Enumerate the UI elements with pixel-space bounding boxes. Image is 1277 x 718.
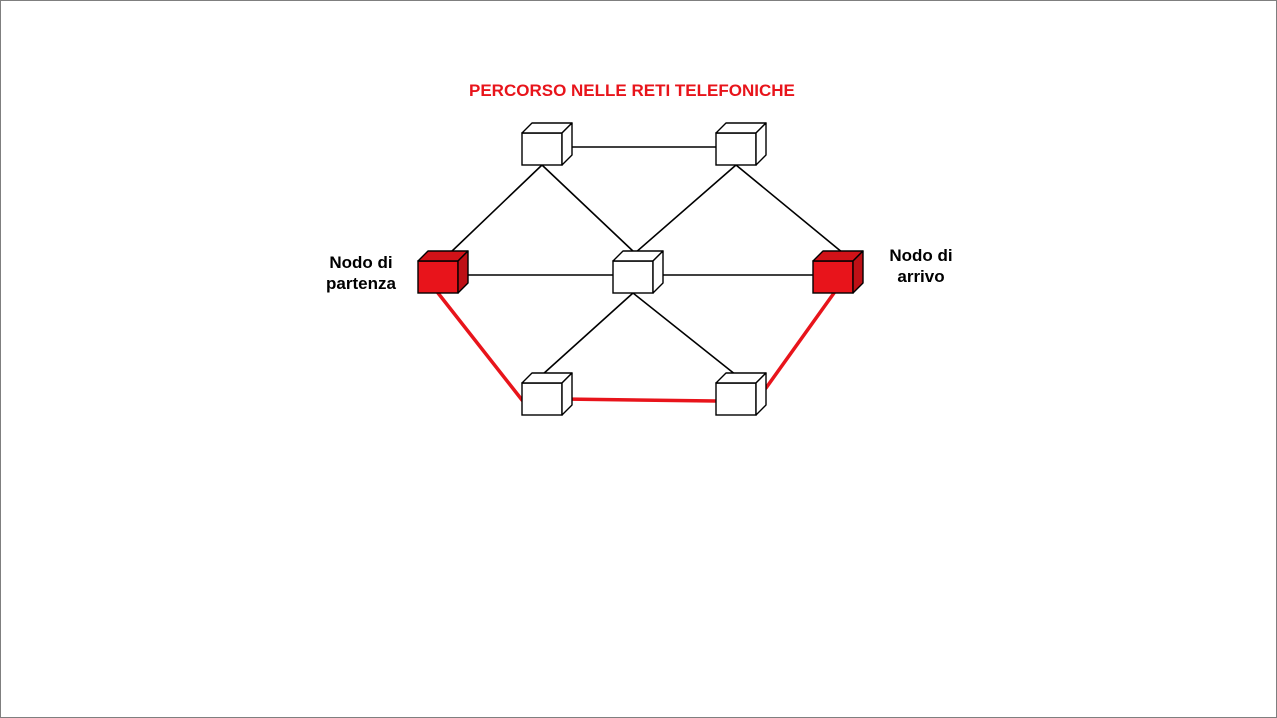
path-link-bottom-left-to-bottom-right <box>560 397 718 403</box>
node-start <box>417 250 469 294</box>
link-top-right-to-end <box>735 164 844 254</box>
path-link-start-to-bottom-left <box>436 291 524 402</box>
link-center-to-bottom-left <box>541 292 634 376</box>
path-link-bottom-right-to-end <box>764 291 836 390</box>
node-top-left-side <box>561 122 573 166</box>
node-end-side <box>852 250 864 294</box>
node-start-front <box>417 260 459 294</box>
end-node-label-line-2: arrivo <box>897 267 945 286</box>
node-top-right-front <box>715 132 757 166</box>
node-top-left-front <box>521 132 563 166</box>
node-top-right <box>715 122 767 166</box>
diagram-title: PERCORSO NELLE RETI TELEFONICHE <box>469 81 795 100</box>
node-end <box>812 250 864 294</box>
nodes-layer <box>417 122 864 416</box>
node-center-side <box>652 250 664 294</box>
start-node-label-line-2: partenza <box>326 274 396 293</box>
end-node-label-line-1: Nodo di <box>889 246 953 265</box>
node-start-side <box>457 250 469 294</box>
link-top-left-to-center <box>541 164 636 254</box>
node-bottom-right-front <box>715 382 757 416</box>
link-top-left-to-start <box>449 164 543 254</box>
node-bottom-left-side <box>561 372 573 416</box>
node-center <box>612 250 664 294</box>
link-top-right-to-center <box>634 164 737 254</box>
start-node-label-line-1: Nodo di <box>329 253 393 272</box>
node-top-right-side <box>755 122 767 166</box>
end-node-label: Nodo di arrivo <box>873 245 969 287</box>
node-bottom-left-front <box>521 382 563 416</box>
node-top-left <box>521 122 573 166</box>
links-layer <box>436 146 844 403</box>
node-bottom-left <box>521 372 573 416</box>
node-bottom-right-side <box>755 372 767 416</box>
start-node-label: Nodo di partenza <box>311 252 411 294</box>
node-center-front <box>612 260 654 294</box>
node-end-front <box>812 260 854 294</box>
node-bottom-right <box>715 372 767 416</box>
link-center-to-bottom-right <box>632 292 737 376</box>
